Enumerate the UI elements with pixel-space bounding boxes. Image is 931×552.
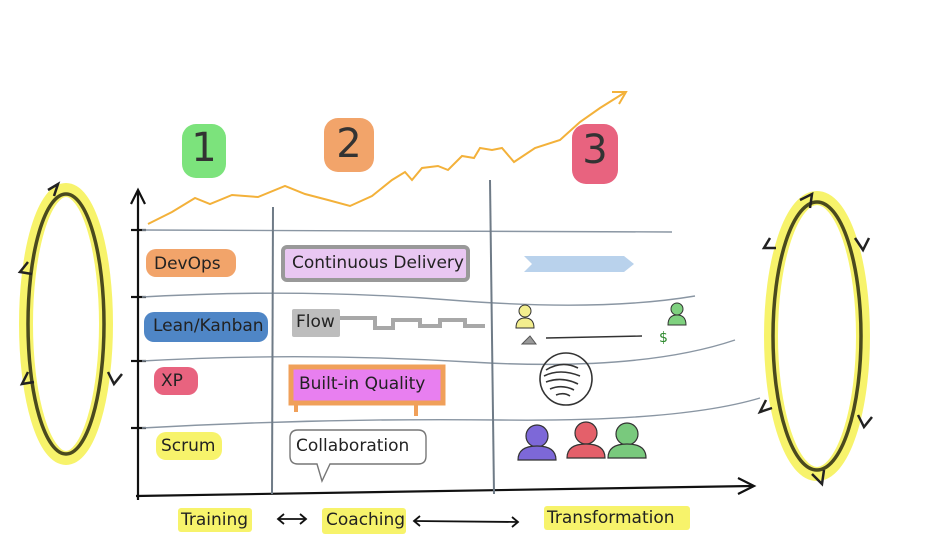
practice-flow: Flow [296, 312, 335, 332]
stage-1-label: 1 [182, 124, 226, 178]
transformation-highlight [544, 506, 690, 530]
training-highlight [178, 508, 252, 532]
grid-lines [141, 179, 761, 495]
phase-coaching: Coaching [326, 510, 406, 530]
left-cycle-icon [17, 181, 123, 465]
stage-3-label: 3 [572, 124, 618, 184]
people-icon [515, 302, 687, 329]
triangle-marker [520, 335, 537, 345]
practice-collaboration: Collaboration [296, 436, 410, 456]
trend-line [147, 91, 628, 225]
practice-built-in-quality: Built-in Quality [299, 374, 426, 394]
speech-bubble [289, 429, 427, 483]
row-label-scrum: Scrum [161, 436, 216, 456]
devops-pill [146, 249, 236, 277]
stage-2-label: 2 [324, 118, 374, 172]
phase-arrows [276, 513, 520, 528]
continuous-delivery-box [281, 245, 470, 282]
axes [130, 187, 757, 500]
built-in-quality-box [288, 364, 446, 406]
row-label-lean-kanban: Lean/Kanban [153, 316, 264, 336]
row-label-devops: DevOps [154, 254, 221, 274]
chevron-arrows-icon [524, 256, 634, 272]
right-cycle-icon [757, 191, 873, 487]
practice-continuous-delivery: Continuous Delivery [292, 253, 464, 273]
team-people-icon [517, 421, 647, 461]
xp-pill [154, 367, 198, 395]
scrum-pill [156, 432, 222, 460]
lean-kanban-pill [144, 312, 268, 342]
phase-training: Training [181, 510, 249, 530]
flow-step-line [340, 316, 485, 330]
dollar-icon: $ [659, 330, 668, 346]
row-label-xp: XP [161, 371, 183, 391]
spiral-icon [539, 352, 593, 406]
phase-transformation: Transformation [547, 508, 675, 528]
flow-box [292, 309, 340, 337]
coaching-highlight [322, 508, 406, 534]
